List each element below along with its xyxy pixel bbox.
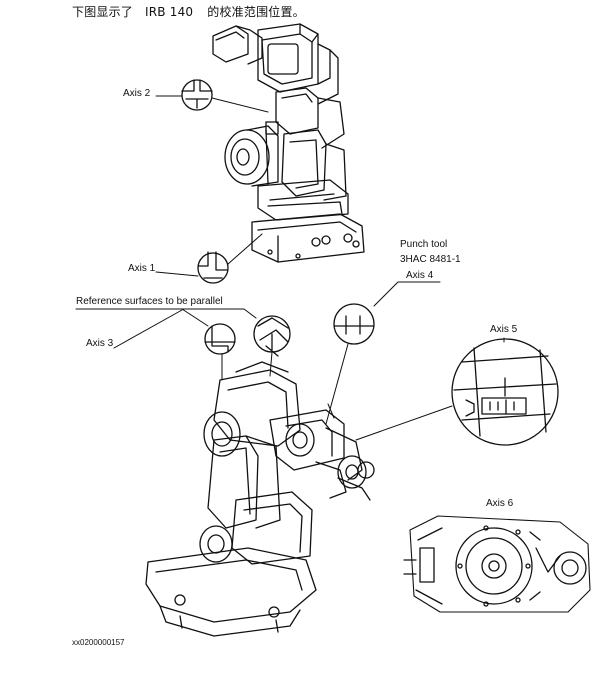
axis4-marker [325,281,441,425]
lower-robot-drawing [145,361,375,637]
axis2-marker [155,79,269,113]
axis5-detail [355,337,559,446]
axis3-label: Axis 3 [86,338,114,349]
axis2-label: Axis 2 [123,88,151,99]
axis3-marker [113,309,236,381]
upper-robot-drawing [212,23,365,263]
caption-prefix: 下图显示了 [72,5,134,19]
caption-suffix: 的校准范围位置。 [207,5,305,19]
axis4-label: Axis 4 [406,270,434,281]
punch-tool-part-number: 3HAC 8481-1 [400,254,461,265]
axis6-detail [403,515,591,613]
axis1-label: Axis 1 [128,263,156,274]
reference-surfaces-label: Reference surfaces to be parallel [76,296,223,307]
axis6-label: Axis 6 [486,498,514,509]
figure-caption: 下图显示了 IRB 140 的校准范围位置。 [72,3,305,20]
caption-model: IRB 140 [145,5,194,19]
figure-id: xx0200000157 [72,638,125,647]
axis1-marker [155,233,263,284]
punch-tool-label: Punch tool [400,239,448,250]
reference-surface-marker [75,308,291,377]
axis5-label: Axis 5 [490,324,518,335]
